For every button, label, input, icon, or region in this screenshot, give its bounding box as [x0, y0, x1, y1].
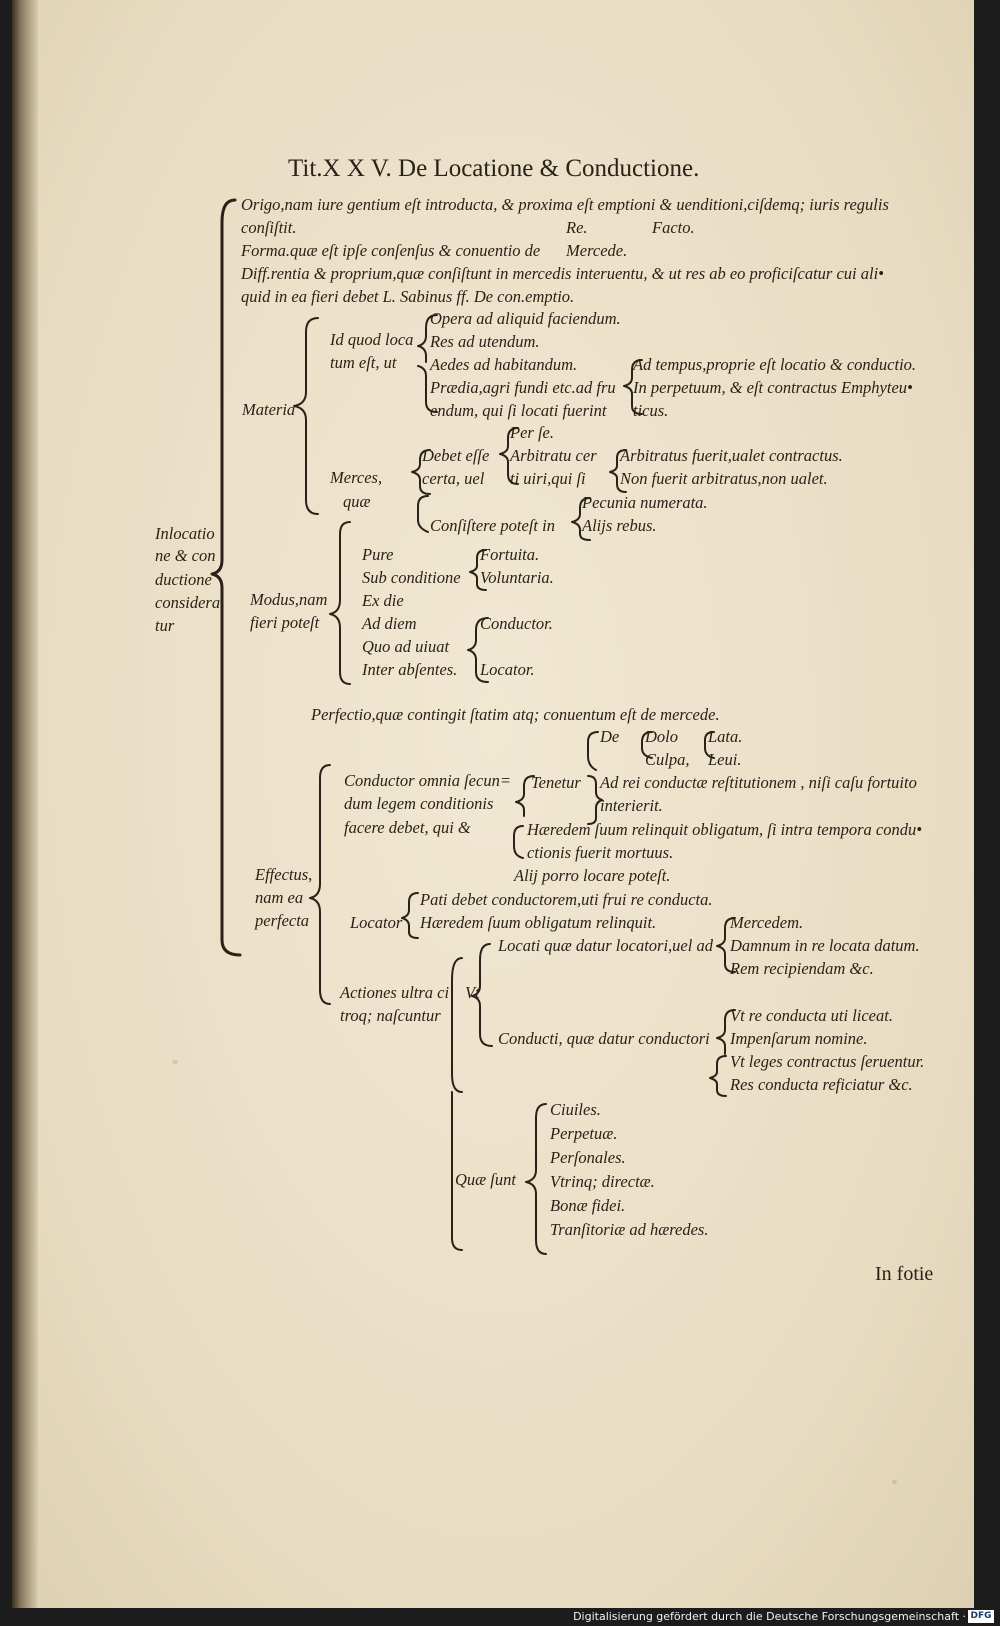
debet-label: Debet eſſe: [422, 446, 490, 465]
materia-label: Materia: [242, 400, 296, 419]
alij-item: Alij porro locare poteſt.: [514, 866, 671, 885]
rem-item: Rem recipiendam &c.: [730, 959, 874, 978]
locator-item: Locator.: [480, 660, 535, 679]
ciuiles-item: Ciuiles.: [550, 1100, 601, 1119]
transitoriae-item: Tranſitoriæ ad hæredes.: [550, 1220, 709, 1239]
praedia-item: Prædia,agri fundi etc.ad fru: [430, 378, 616, 397]
re-label: Re.: [566, 218, 588, 237]
pecunia-item: Pecunia numerata.: [582, 493, 708, 512]
locati-item: Locati quæ datur locatori,uel ad: [498, 936, 713, 955]
differentia-line: Diff.rentia & proprium,quæ conſiſtunt in…: [241, 264, 884, 283]
personales-item: Perſonales.: [550, 1148, 626, 1167]
vtrinq-item: Vtrinq; directæ.: [550, 1172, 655, 1191]
inter-item: Inter abſentes.: [362, 660, 458, 679]
de-label: De: [600, 727, 620, 746]
effectus-label: perfecta: [255, 911, 310, 930]
arbitratu-label: ti uiri,qui ſi: [510, 469, 586, 488]
tenetur-label: Tenetur: [531, 773, 581, 792]
adtempus-item: Ad tempus,proprie eſt locatio & conducti…: [633, 355, 917, 374]
haeredemobl-item: Hæredem ſuum obligatum relinquit.: [420, 913, 657, 932]
mercedem-item: Mercedem.: [730, 913, 804, 932]
root-label: Inlocatio: [155, 524, 215, 543]
actiones-label: troq; naſcuntur: [340, 1006, 441, 1025]
modus-label: Modus,nam: [250, 590, 328, 609]
conductor-item: Conductor.: [480, 614, 553, 633]
voluntaria-item: Voluntaria.: [480, 568, 554, 587]
merces-label: Merces,: [330, 468, 383, 487]
mercede-label: Mercede.: [566, 241, 628, 260]
opera-item: Opera ad aliquid faciendum.: [430, 309, 621, 328]
culpa-item: Culpa,: [645, 750, 690, 769]
resconducta-item: Res conducta reficiatur &c.: [730, 1075, 913, 1094]
actiones-label: Actiones ultra ci: [340, 983, 450, 1002]
bonae-item: Bonæ fidei.: [550, 1196, 626, 1215]
impensarum-item: Impenſarum nomine.: [730, 1029, 868, 1048]
locator-label: Locator: [350, 913, 403, 932]
catchword: In fotie: [875, 1263, 934, 1285]
adrei-item: interierit.: [600, 796, 663, 815]
resad-item: Res ad utendum.: [430, 332, 540, 351]
paper-stain: [172, 1060, 178, 1064]
pati-item: Pati debet conductorem,uti frui re condu…: [420, 890, 713, 909]
effectus-label: Effectus,: [255, 865, 313, 884]
subcond-item: Sub conditione: [362, 568, 461, 587]
root-label: ductione: [155, 570, 212, 589]
adrei-item: Ad rei conductæ reſtitutionem , niſi caſ…: [600, 773, 917, 792]
leui-item: Leui.: [708, 750, 742, 769]
merces-label: quæ: [343, 492, 371, 511]
effectus-label: nam ea: [255, 888, 304, 907]
footer-bar: Digitalisierung gefördert durch die Deut…: [0, 1608, 1000, 1626]
vt-label: Vt: [465, 983, 480, 1002]
perpetuae-item: Perpetuæ.: [550, 1124, 618, 1143]
origo-line: Origo,nam iure gentium eſt introducta, &…: [241, 195, 889, 214]
root-label: tur: [155, 616, 175, 635]
book-page: [12, 0, 974, 1608]
haeredem-item: Hæredem ſuum relinquit obligatum, ſi int…: [527, 820, 923, 839]
lata-item: Lata.: [708, 727, 743, 746]
vtre-item: Vt re conducta uti liceat.: [730, 1006, 893, 1025]
origo-line: conſiſtit.: [241, 218, 297, 237]
forma-line: Forma.quæ eſt ipſe conſenſus & conuentio…: [241, 241, 541, 260]
vtleges-item: Vt leges contractus ſeruentur.: [730, 1052, 925, 1071]
facto-label: Facto.: [652, 218, 695, 237]
dolo-item: Dolo: [645, 727, 678, 746]
aedes-item: Aedes ad habitandum.: [430, 355, 578, 374]
consistere-label: Conſiſtere poteſt in: [430, 516, 555, 535]
paper-stain: [892, 1480, 897, 1484]
conducti-item: Conducti, quæ datur conductori: [498, 1029, 710, 1048]
differentia-line: quid in ea fieri debet L. Sabinus ff. De…: [241, 287, 575, 306]
fortuita-item: Fortuita.: [480, 545, 540, 564]
ticus-item: ticus.: [633, 401, 669, 420]
nonfuerit-item: Non fuerit arbitratus,non ualet.: [620, 469, 828, 488]
idquod-label: Id quod loca: [330, 330, 414, 349]
arbfuerit-item: Arbitratus fuerit,ualet contractus.: [620, 446, 843, 465]
alijs-item: Alijs rebus.: [582, 516, 657, 535]
quaesunt-label: Quæ ſunt: [455, 1170, 516, 1189]
perfectio-line: Perfectio,quæ contingit ſtatim atq; conu…: [311, 705, 720, 724]
footer-text: Digitalisierung gefördert durch die Deut…: [573, 1610, 966, 1623]
inperpetuum-item: In perpetuum, & eſt contractus Emphyteu•: [633, 378, 913, 397]
damnum-item: Damnum in re locata datum.: [730, 936, 920, 955]
conductor-omnia: dum legem conditionis: [344, 794, 494, 813]
idquod-label: tum eſt, ut: [330, 353, 397, 372]
dfg-logo: DFG: [968, 1610, 994, 1623]
haeredem-item: ctionis fuerit mortuus.: [527, 843, 674, 862]
exdie-item: Ex die: [362, 591, 404, 610]
quoad-item: Quo ad uiuat: [362, 637, 450, 656]
perse-item: Per ſe.: [510, 423, 554, 442]
praedia-item: endum, qui ſi locati fuerint: [430, 401, 607, 420]
conductor-omnia: Conductor omnia ſecun=: [344, 771, 511, 790]
arbitratu-label: Arbitratu cer: [510, 446, 597, 465]
root-label: considera: [155, 593, 221, 612]
root-label: ne & con: [155, 546, 216, 565]
pure-item: Pure: [362, 545, 394, 564]
debet-label: certa, uel: [422, 469, 485, 488]
page-title: Tit.X X V. De Locatione & Conductione.: [288, 155, 700, 182]
addiem-item: Ad diem: [362, 614, 417, 633]
book-spine-shadow: [12, 0, 38, 1608]
conductor-omnia: facere debet, qui &: [344, 818, 471, 837]
modus-label: fieri poteſt: [250, 613, 320, 632]
